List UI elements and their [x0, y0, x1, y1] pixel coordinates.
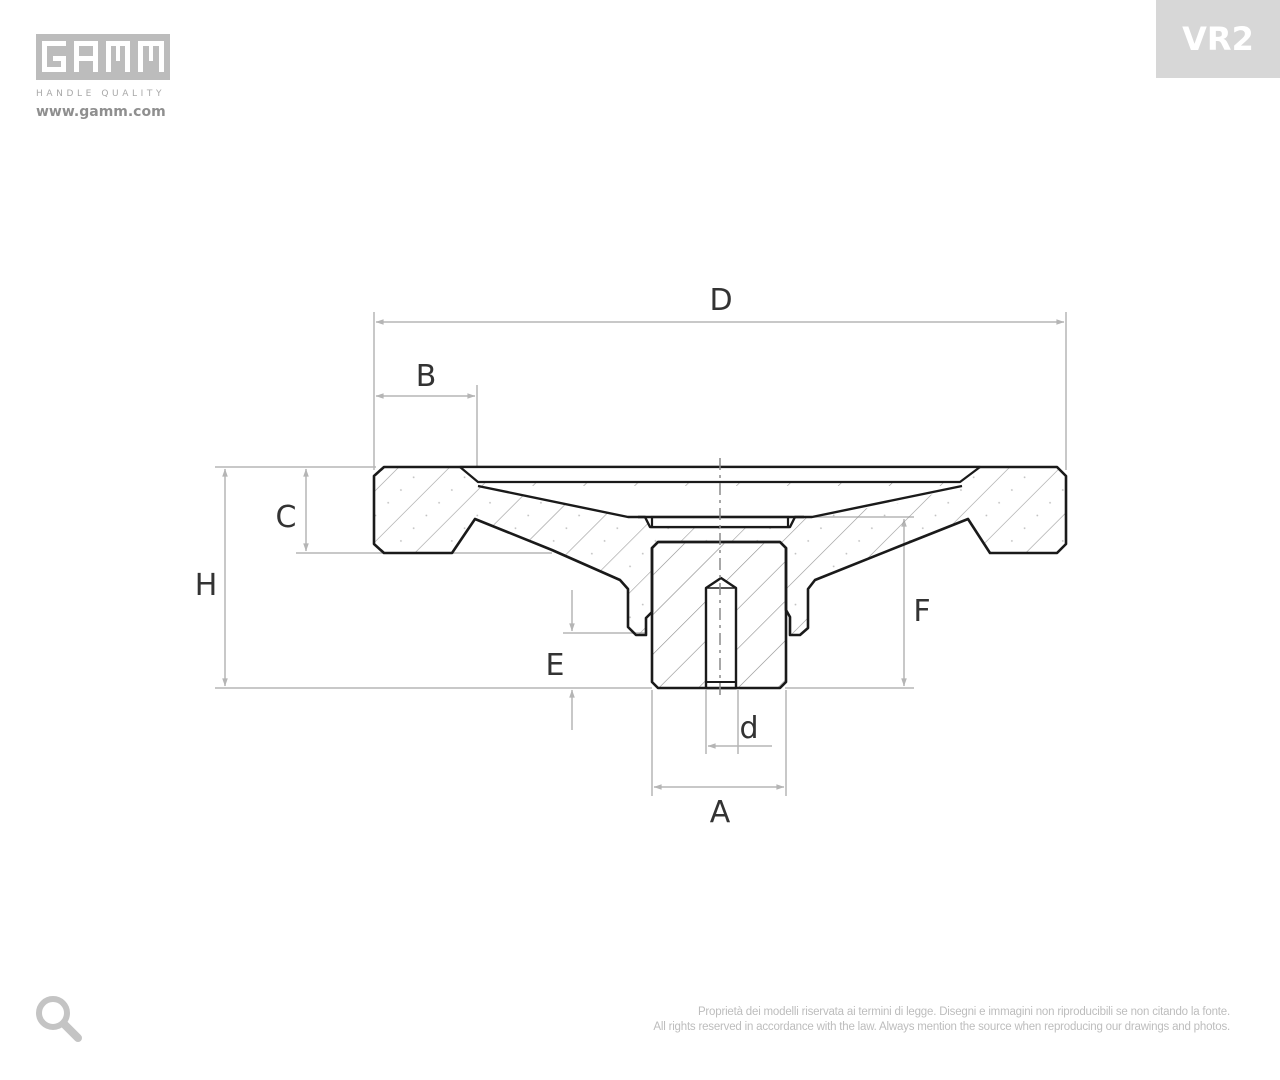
copyright-english: All rights reserved in accordance with t…	[653, 1021, 1230, 1033]
copyright-italian: Proprietà dei modelli riservata ai termi…	[697, 1006, 1230, 1018]
brand-tagline: HANDLE QUALITY	[36, 89, 166, 99]
website-link[interactable]: www.gamm.com	[36, 104, 166, 120]
label-E: E	[546, 648, 565, 683]
magnifier-icon[interactable]	[34, 994, 84, 1044]
label-D: D	[709, 283, 732, 318]
bore-hole	[704, 576, 738, 690]
copyright-notice: Proprietà dei modelli riservata ai termi…	[653, 1005, 1230, 1035]
label-A: A	[710, 795, 731, 830]
hub-cavity	[478, 486, 962, 527]
label-C: C	[276, 500, 297, 535]
label-d: d	[739, 711, 758, 746]
gamm-logo-mark	[36, 34, 170, 80]
label-B: B	[416, 359, 437, 394]
label-F: F	[913, 594, 930, 629]
product-code-badge: VR2	[1156, 0, 1280, 78]
brand-logo[interactable]: HANDLE QUALITY www.gamm.com	[36, 34, 172, 120]
top-recess	[458, 465, 982, 484]
label-H: H	[195, 568, 218, 603]
